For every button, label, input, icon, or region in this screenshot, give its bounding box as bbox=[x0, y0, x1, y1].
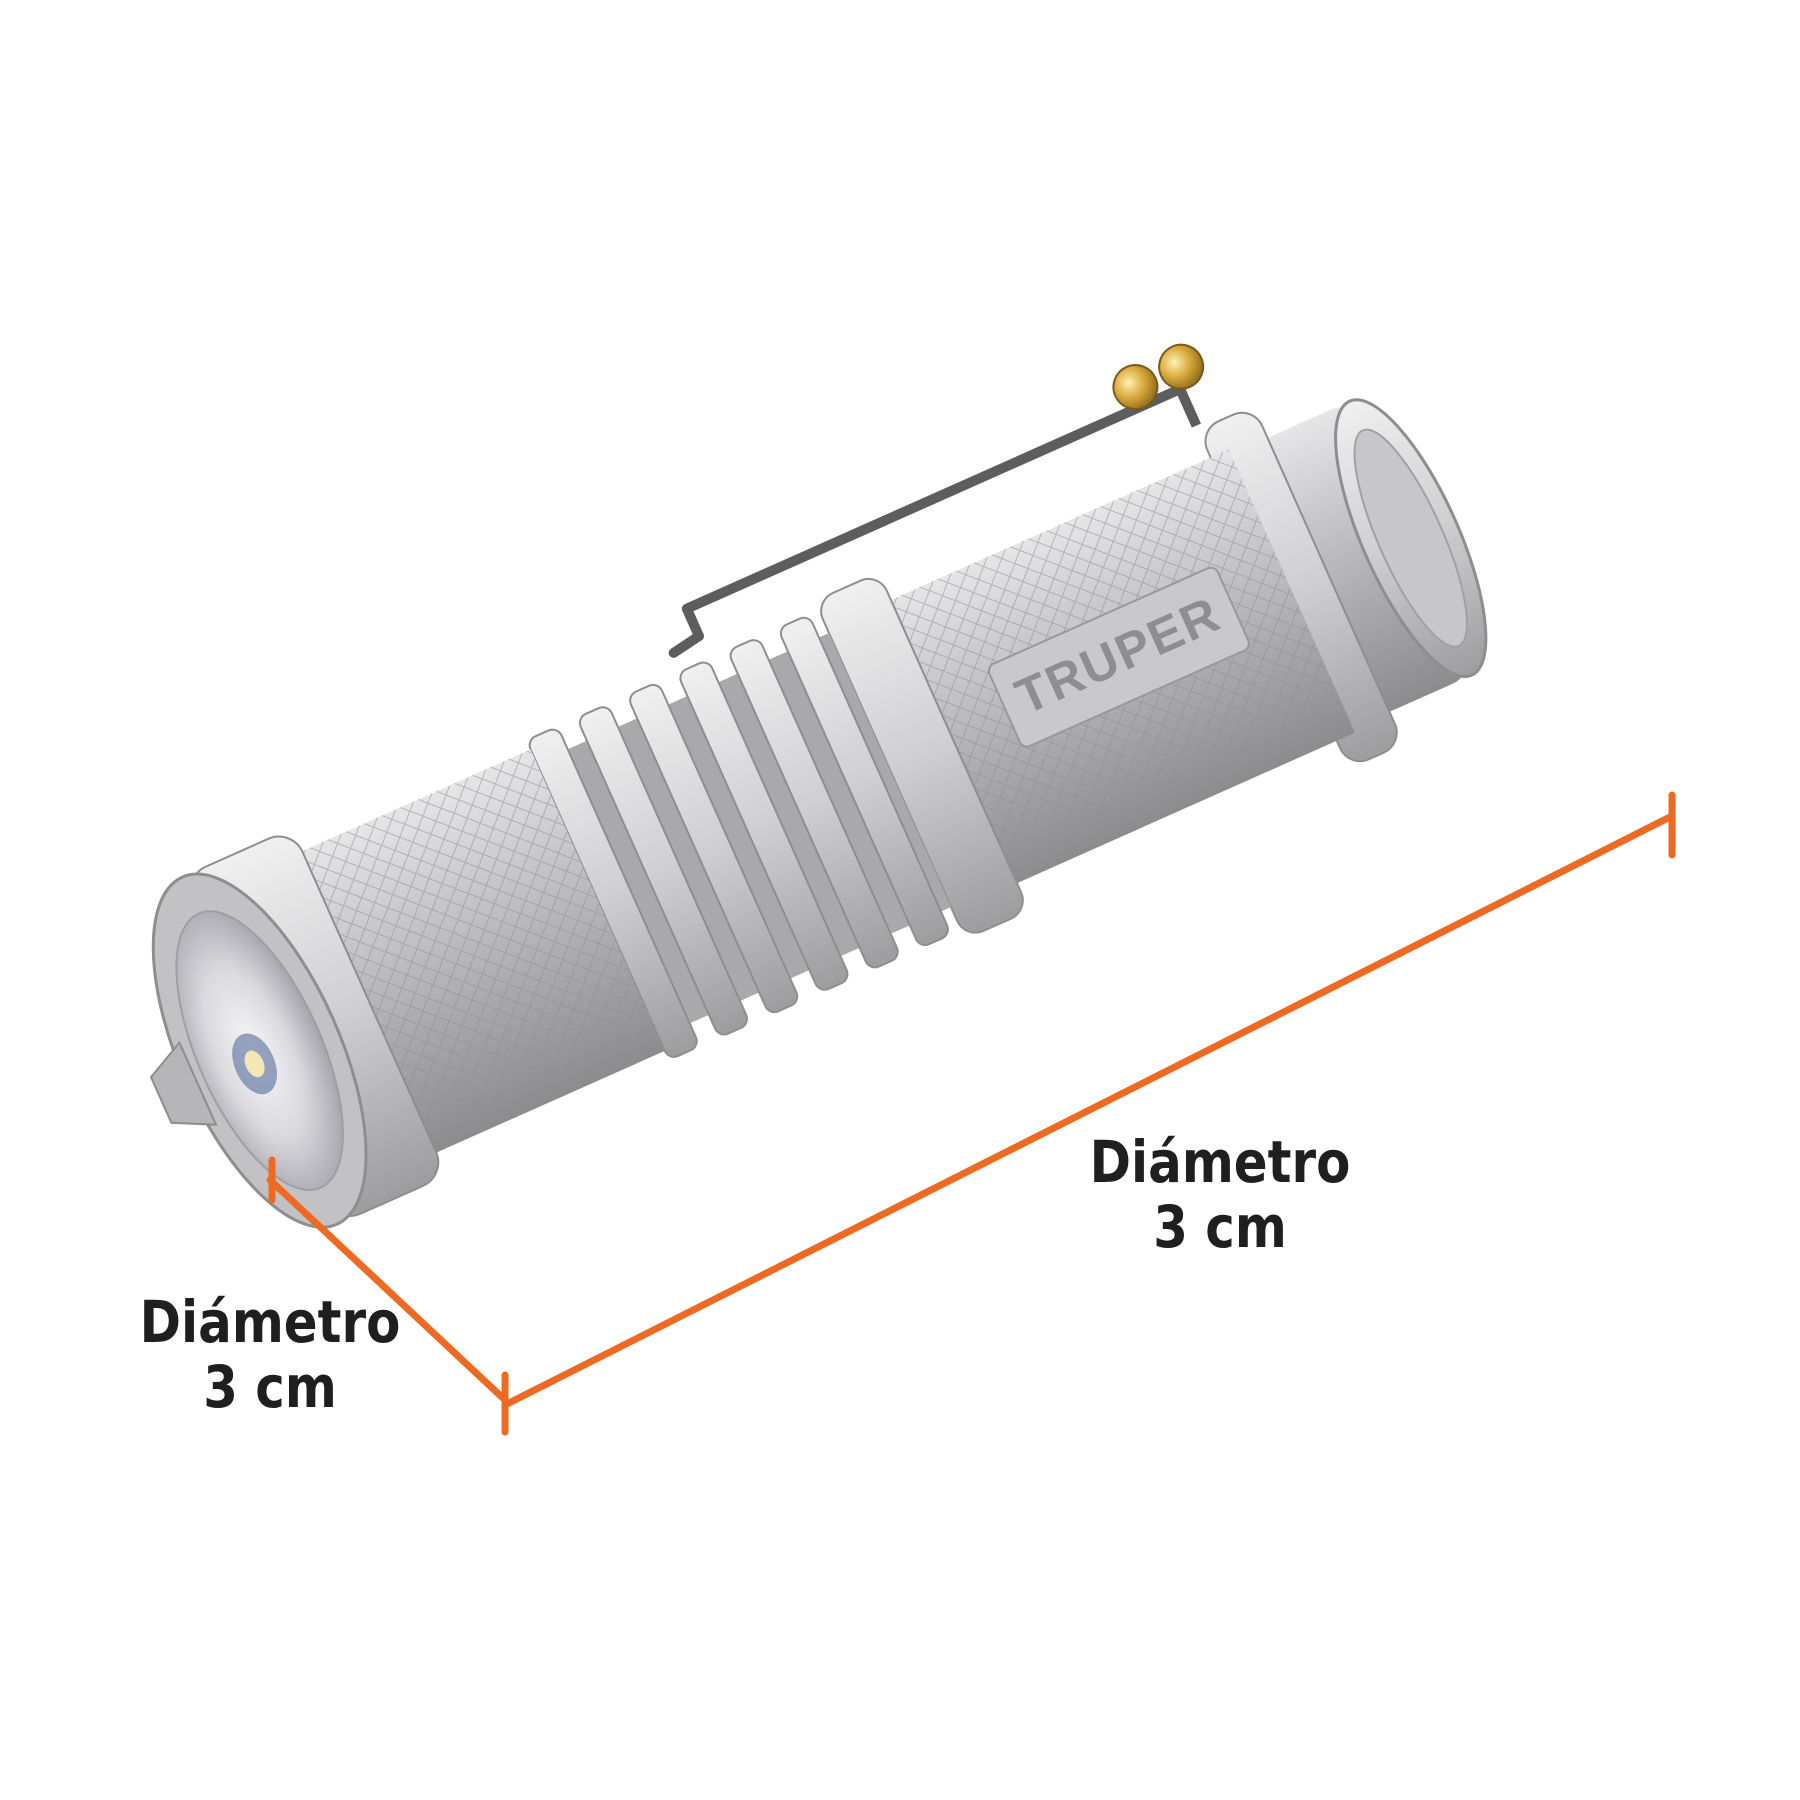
tail-cap bbox=[1204, 398, 1488, 763]
pocket-clip bbox=[668, 384, 1201, 658]
dimension-lines bbox=[266, 791, 1676, 1436]
short-dimension-line bbox=[266, 1176, 509, 1404]
long-dimension-line bbox=[501, 812, 1676, 1409]
cooling-fins bbox=[527, 616, 952, 1058]
short-dimension-title: Diámetro bbox=[139, 1288, 401, 1356]
long-dimension-label: Diámetro 3 cm bbox=[1074, 1130, 1366, 1260]
short-dimension-label: Diámetro 3 cm bbox=[124, 1290, 416, 1420]
lens-assembly bbox=[149, 872, 368, 1229]
long-dimension-value: 3 cm bbox=[1153, 1192, 1287, 1261]
long-dimension-title: Diámetro bbox=[1089, 1128, 1351, 1196]
flashlight: TRUPER bbox=[149, 343, 1488, 1229]
short-dimension-value: 3 cm bbox=[203, 1352, 337, 1421]
clip-screw bbox=[1112, 364, 1159, 411]
battery-tube: TRUPER bbox=[863, 449, 1356, 896]
clip-screw bbox=[1158, 343, 1205, 390]
brand-plate bbox=[987, 566, 1250, 748]
